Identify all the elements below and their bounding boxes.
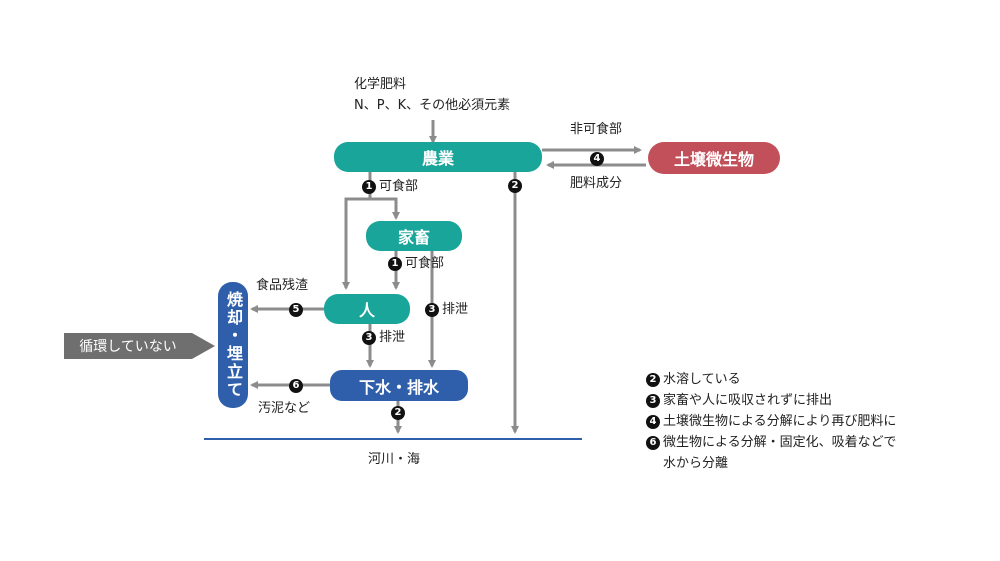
label-excretion-2-text: 排泄 [379,330,406,345]
marker-4: 4 [590,150,607,168]
node-sewage: 下水・排水 [330,370,468,401]
legend-marker: 2 [646,372,660,387]
marker-2b: 2 [391,404,408,422]
node-livestock: 家畜 [366,221,462,251]
label-edible-1-text: 可食部 [379,179,419,194]
marker-6: 6 [289,377,306,395]
input-elements: N、P、K、その他必須元素 [354,98,511,113]
marker-2b-badge: 2 [391,405,405,420]
marker-6-badge: 6 [289,378,303,393]
marker-5-badge: 5 [289,302,303,317]
label-inedible: 非可食部 [570,122,623,137]
legend-marker: 4 [646,414,660,429]
not-circulating-pointer [192,333,215,359]
node-soil-microbes: 土壌微生物 [648,142,780,174]
node-human: 人 [324,294,410,324]
legend-marker: 3 [646,393,660,408]
node-agriculture: 農業 [334,142,542,172]
marker-5: 5 [289,301,306,319]
node-not-circulating: 循環していない [64,333,192,359]
marker-3a-badge: 3 [425,302,439,317]
legend-item-6-cont: 水から分離 [663,456,729,471]
legend-marker: 6 [646,435,660,450]
marker-2a: 2 [508,177,525,195]
line-edible-split [344,197,398,288]
label-river-sea: 河川・海 [368,452,421,467]
marker-1b-badge: 1 [388,256,402,271]
legend-text: 土壌微生物による分解により再び肥料に [663,414,897,429]
node-incineration: 焼却・埋立て [218,282,248,408]
marker-2a-badge: 2 [508,178,522,193]
legend-text: 微生物による分解・固定化、吸着などで [663,435,897,450]
label-excretion-1-text: 排泄 [442,302,469,317]
label-sludge: 汚泥など [258,401,311,416]
marker-4-badge: 4 [590,151,604,166]
input-fertilizer: 化学肥料 [354,77,407,92]
marker-3b-badge: 3 [362,330,376,345]
label-fertilizer-component: 肥料成分 [570,176,623,191]
label-food-residue: 食品残渣 [256,278,309,293]
legend-text: 家畜や人に吸収されずに排出 [663,393,833,408]
marker-1a-badge: 1 [362,179,376,194]
label-edible-2-text: 可食部 [405,256,445,271]
legend-text: 水溶している [663,372,741,387]
